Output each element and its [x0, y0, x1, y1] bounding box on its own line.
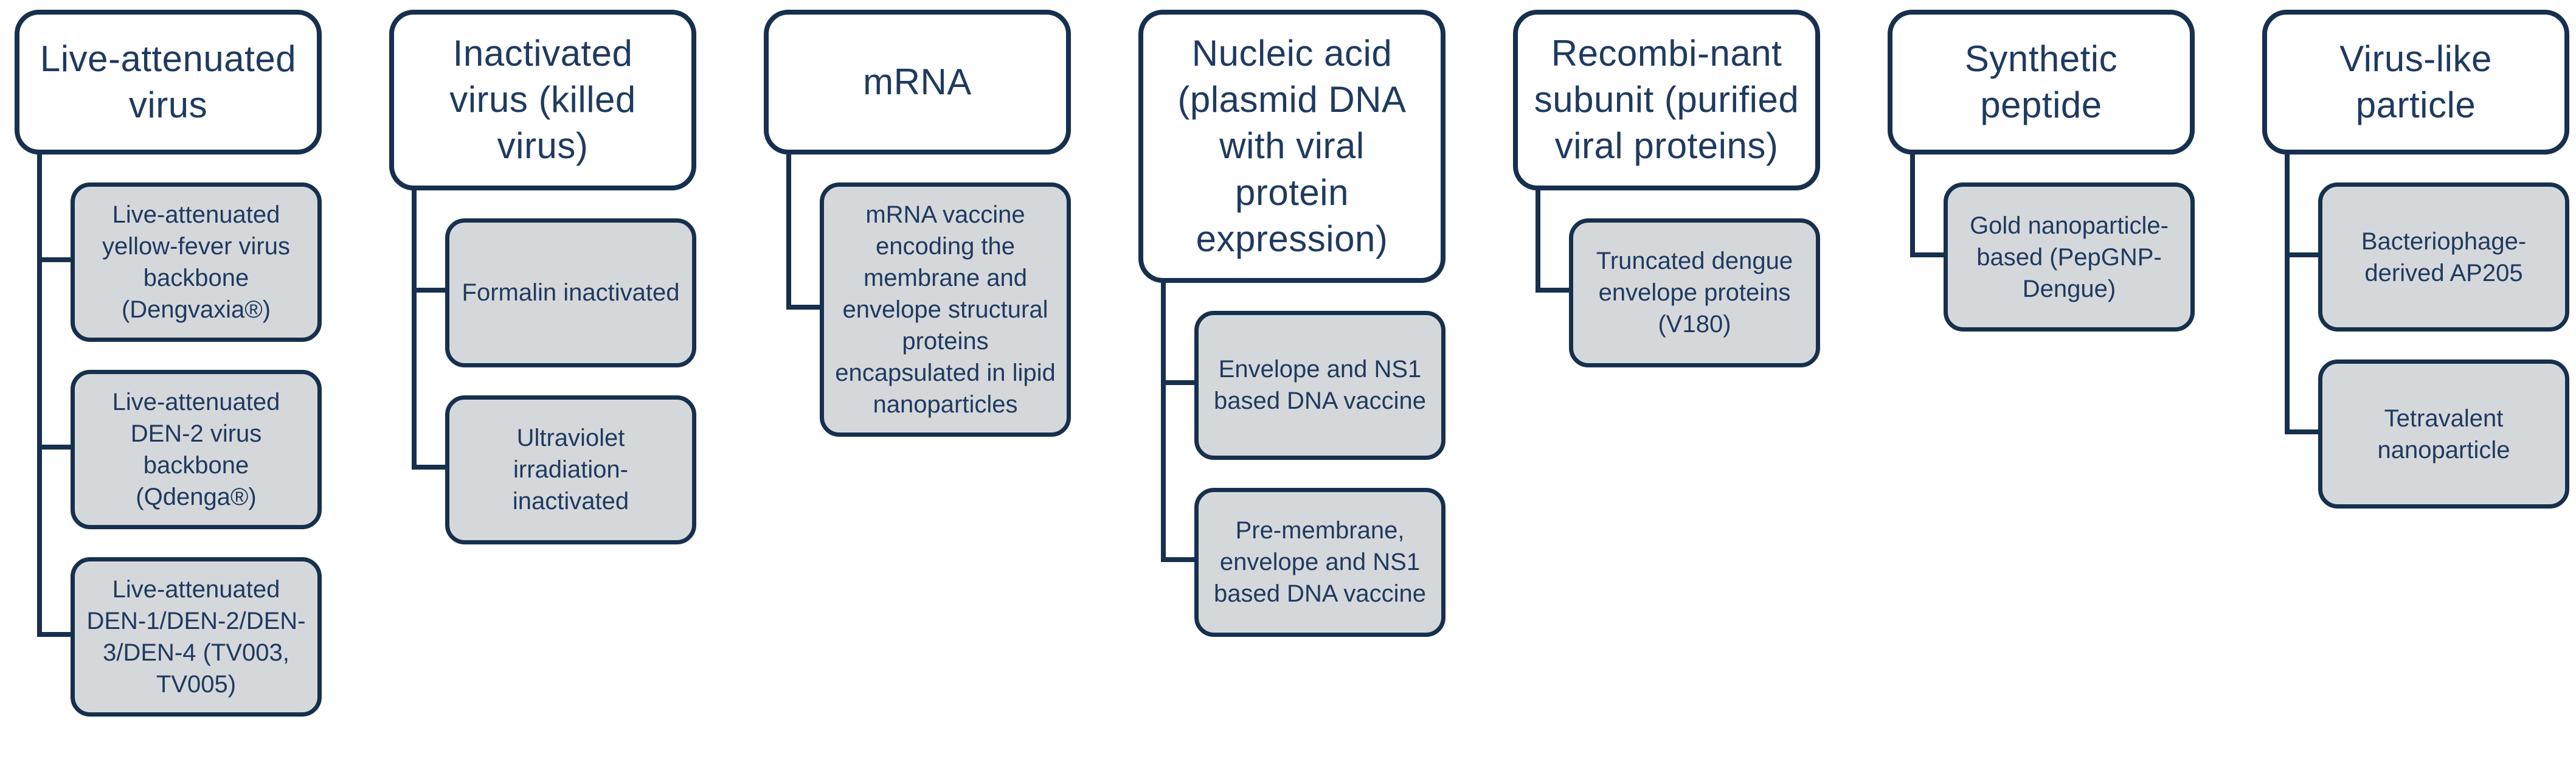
platform-item-tetravalent-nanoparticle: Tetravalent nanoparticle: [2285, 332, 2569, 509]
platform-header-label: Virus-like particle: [2339, 38, 2492, 125]
platform-header-label: Synthetic peptide: [1964, 38, 2118, 125]
platform-header-label: Inactivated virus (killed virus): [449, 33, 636, 167]
platform-item-label: Live-attenuated DEN-2 virus backbone (Qd…: [112, 389, 280, 510]
platform-column-nucleic-acid: Nucleic acid (plasmid DNA with viral pro…: [1138, 10, 1450, 637]
platform-column-recombinant-subunit: Recombi-nant subunit (purified viral pro…: [1513, 10, 1824, 367]
connector-vline: [412, 293, 417, 396]
platform-header-label: Recombi-nant subunit (purified viral pro…: [1534, 33, 1799, 167]
platform-header-virus-like-particle: Virus-like particle: [2262, 10, 2569, 155]
connector-elbow: [412, 367, 449, 470]
platform-item-label: Formalin inactivated: [462, 279, 680, 307]
platform-children-group: Formalin inactivated Ultraviolet irradia…: [412, 190, 696, 544]
platform-header-live-attenuated-virus: Live-attenuated virus: [15, 10, 322, 155]
platform-item-v180: Truncated dengue envelope proteins (V180…: [1536, 190, 1820, 367]
platform-item-label: Ultraviolet irradiation-inactivated: [512, 425, 629, 515]
connector-vline: [37, 262, 42, 370]
platform-item-mrna-lnp: mRNA vaccine encoding the membrane and e…: [786, 155, 1071, 437]
connector-elbow: [1910, 155, 1948, 257]
platform-item-label: mRNA vaccine encoding the membrane and e…: [835, 201, 1056, 418]
platform-item-label: Live-attenuated yellow-fever virus backb…: [102, 201, 290, 323]
platform-item-label: Gold nanoparticle-based (PepGNP-Dengue): [1970, 212, 2169, 302]
connector-elbow: [37, 529, 75, 637]
platform-header-recombinant-subunit: Recombi-nant subunit (purified viral pro…: [1513, 10, 1820, 190]
platform-item-formalin: Formalin inactivated: [412, 190, 696, 396]
connector-elbow: [2285, 155, 2322, 257]
platform-item-label: Truncated dengue envelope proteins (V180…: [1596, 248, 1793, 338]
platform-item-premembrane-envelope-ns1-dna: Pre-membrane, envelope and NS1 based DNA…: [1161, 459, 1446, 637]
platform-column-virus-like-particle: Virus-like particle Bacteriophage-derive…: [2262, 10, 2574, 509]
platform-item-tv003-tv005: Live-attenuated DEN-1/DEN-2/DEN-3/DEN-4 …: [37, 529, 322, 717]
connector-elbow: [1536, 190, 1573, 293]
platform-item-qdenga: Live-attenuated DEN-2 virus backbone (Qd…: [37, 342, 322, 558]
connector-elbow: [1161, 459, 1199, 563]
connector-elbow: [37, 155, 75, 262]
platform-item-label: Tetravalent nanoparticle: [2377, 405, 2510, 464]
platform-children-group: Envelope and NS1 based DNA vaccine Pre-m…: [1161, 282, 1446, 637]
platform-item-label: Bacteriophage-derived AP205: [2361, 227, 2527, 287]
platform-item-dengvaxia: Live-attenuated yellow-fever virus backb…: [37, 155, 322, 370]
platform-item-pepgnp-dengue: Gold nanoparticle-based (PepGNP-Dengue): [1910, 155, 2195, 332]
platform-column-live-attenuated-virus: Live-attenuated virus Live-attenuated ye…: [15, 10, 326, 717]
platform-children-group: Live-attenuated yellow-fever virus backb…: [37, 155, 322, 717]
platform-header-nucleic-acid: Nucleic acid (plasmid DNA with viral pro…: [1138, 10, 1446, 283]
connector-elbow: [1161, 282, 1199, 386]
platform-item-ultraviolet: Ultraviolet irradiation-inactivated: [412, 367, 696, 544]
platform-header-label: Live-attenuated virus: [40, 38, 297, 125]
connector-vline: [1161, 385, 1166, 488]
platform-header-label: Nucleic acid (plasmid DNA with viral pro…: [1177, 33, 1407, 259]
platform-column-mrna: mRNA mRNA vaccine encoding the membrane …: [764, 10, 1075, 437]
connector-vline: [2285, 257, 2290, 360]
platform-children-group: Bacteriophage-derived AP205 Tetravalent …: [2285, 155, 2569, 509]
platform-children-group: Truncated dengue envelope proteins (V180…: [1536, 190, 1820, 367]
platform-item-label: Envelope and NS1 based DNA vaccine: [1213, 356, 1427, 415]
connector-elbow: [37, 342, 75, 450]
platform-column-inactivated-virus: Inactivated virus (killed virus) Formali…: [389, 10, 701, 544]
platform-item-label: Pre-membrane, envelope and NS1 based DNA…: [1213, 517, 1427, 608]
platform-header-inactivated-virus: Inactivated virus (killed virus): [389, 10, 696, 190]
platform-item-ap205: Bacteriophage-derived AP205: [2285, 155, 2569, 360]
platform-header-mrna: mRNA: [764, 10, 1071, 155]
platform-children-group: mRNA vaccine encoding the membrane and e…: [786, 155, 1071, 437]
connector-elbow: [786, 155, 824, 310]
connector-elbow: [2285, 332, 2322, 434]
platform-children-group: Gold nanoparticle-based (PepGNP-Dengue): [1910, 155, 2195, 332]
platform-header-synthetic-peptide: Synthetic peptide: [1888, 10, 2195, 155]
connector-elbow: [412, 190, 449, 293]
platform-column-synthetic-peptide: Synthetic peptide Gold nanoparticle-base…: [1888, 10, 2199, 332]
platform-header-label: mRNA: [863, 61, 972, 102]
connector-vline: [37, 450, 42, 558]
platform-item-label: Live-attenuated DEN-1/DEN-2/DEN-3/DEN-4 …: [86, 576, 306, 698]
platform-item-envelope-ns1-dna: Envelope and NS1 based DNA vaccine: [1161, 282, 1446, 488]
